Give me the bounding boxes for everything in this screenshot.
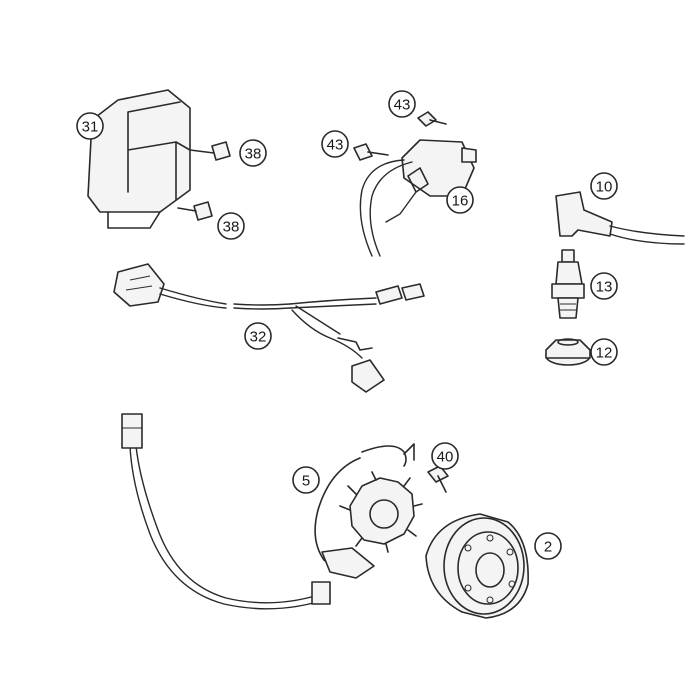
bolt-40 bbox=[427, 465, 449, 493]
callout-38-lower: 38 bbox=[217, 212, 245, 240]
callout-43-upper-label: 43 bbox=[394, 97, 411, 114]
flywheel-rotor bbox=[425, 513, 529, 619]
bolt-43-upper bbox=[417, 111, 447, 127]
callout-40-label: 40 bbox=[437, 449, 454, 466]
bolt-38-lower bbox=[177, 201, 213, 221]
spark-plug-cap bbox=[555, 191, 685, 245]
callout-38-upper: 38 bbox=[239, 139, 267, 167]
callout-32: 32 bbox=[244, 322, 272, 350]
callout-32-label: 32 bbox=[250, 329, 267, 346]
callout-43-lower-label: 43 bbox=[327, 137, 344, 154]
callout-38-lower-label: 38 bbox=[223, 219, 240, 236]
callout-16-label: 16 bbox=[452, 193, 469, 210]
callout-2-label: 2 bbox=[544, 539, 552, 556]
callout-2: 2 bbox=[534, 532, 562, 560]
callout-5-label: 5 bbox=[302, 473, 310, 490]
callout-40: 40 bbox=[431, 442, 459, 470]
callout-38-upper-label: 38 bbox=[245, 146, 262, 163]
stator-plate bbox=[121, 413, 423, 610]
bolt-43-lower bbox=[353, 143, 389, 161]
callout-13-label: 13 bbox=[596, 279, 613, 296]
callout-31-label: 31 bbox=[82, 119, 99, 136]
bolt-38-upper bbox=[189, 141, 231, 161]
cdi-unit bbox=[87, 89, 191, 229]
callout-13: 13 bbox=[590, 272, 618, 300]
wiring-harness bbox=[113, 263, 425, 393]
callout-31: 31 bbox=[76, 112, 104, 140]
callout-16: 16 bbox=[446, 186, 474, 214]
callout-12-label: 12 bbox=[596, 345, 613, 362]
callout-12: 12 bbox=[590, 338, 618, 366]
ignition-coil bbox=[359, 139, 477, 257]
callout-10-label: 10 bbox=[596, 179, 613, 196]
spark-plug-washer bbox=[545, 338, 591, 366]
callout-5: 5 bbox=[292, 466, 320, 494]
spark-plug bbox=[551, 249, 585, 319]
callout-10: 10 bbox=[590, 172, 618, 200]
callout-43-lower: 43 bbox=[321, 130, 349, 158]
callout-43-upper: 43 bbox=[388, 90, 416, 118]
